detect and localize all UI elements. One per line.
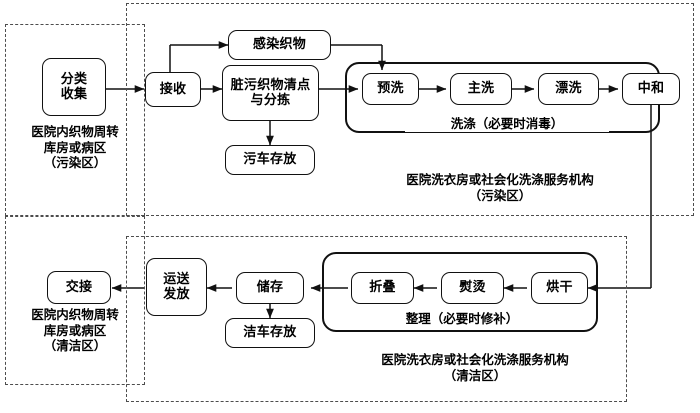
zone-hospital-dirty-area (5, 24, 145, 216)
node-deliver[interactable]: 运送 发放 (146, 258, 207, 316)
node-handover[interactable]: 交接 (47, 271, 111, 304)
node-mainwash[interactable]: 主洗 (450, 73, 512, 105)
node-count-sort[interactable]: 脏污织物清点 与分拣 (222, 65, 319, 121)
zone-laundry-dirty-area (126, 3, 694, 216)
node-dirty-cart-storage[interactable]: 污车存放 (225, 145, 315, 175)
node-iron[interactable]: 熨烫 (441, 272, 504, 304)
zone-caption-hospital-clean: 医院内织物周转 库房或病区 （清洁区） (31, 307, 119, 354)
node-fold[interactable]: 折叠 (351, 272, 414, 304)
zone-laundry-clean-area (126, 236, 627, 402)
group-finishing-label: 整理（必要时修补） (360, 308, 564, 327)
zone-caption-hospital-dirty: 医院内织物周转 库房或病区 （污染区） (31, 124, 119, 171)
node-dry[interactable]: 烘干 (531, 272, 588, 304)
group-finishing (322, 252, 598, 332)
node-infected-textile[interactable]: 感染织物 (228, 30, 331, 60)
node-clean-cart-storage[interactable]: 洁车存放 (225, 318, 315, 348)
group-washing-label: 洗涤（必要时消毒） (405, 113, 609, 132)
node-receive[interactable]: 接收 (145, 72, 201, 107)
zone-caption-laundry-clean: 医院洗衣房或社会化洗涤服务机构 （清洁区） (381, 352, 569, 383)
node-prewash[interactable]: 预洗 (362, 73, 419, 105)
node-neutralize[interactable]: 中和 (622, 73, 680, 105)
node-rinse[interactable]: 漂洗 (538, 73, 599, 105)
zone-hospital-clean-area (5, 216, 145, 385)
zone-caption-laundry-dirty: 医院洗衣房或社会化洗涤服务机构 （污染区） (406, 172, 594, 203)
node-storage[interactable]: 储存 (236, 272, 304, 304)
node-sort-collect[interactable]: 分类 收集 (42, 58, 106, 116)
